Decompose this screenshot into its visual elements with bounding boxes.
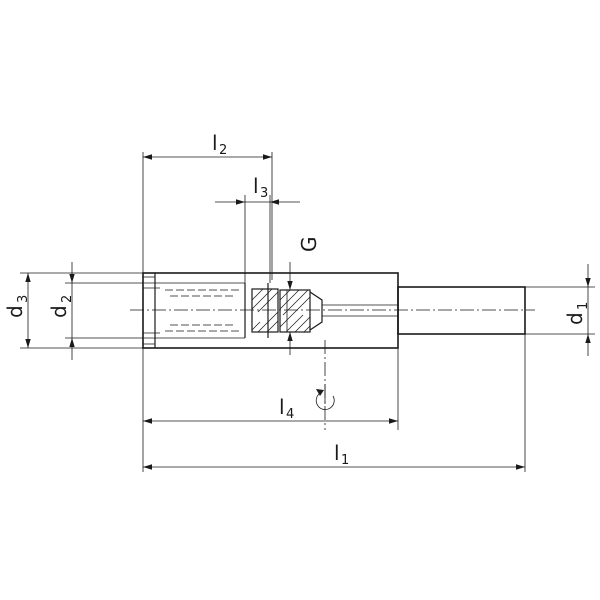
dimension-l3: l 3 — [215, 174, 300, 205]
label-l3-sub: 3 — [260, 186, 268, 201]
label-l3-base: l — [253, 174, 259, 198]
label-d1-base: d — [563, 312, 587, 325]
label-l2-base: l — [212, 131, 218, 155]
dimension-l4: l 4 — [143, 395, 398, 424]
label-d3-sub: 3 — [16, 295, 31, 303]
clamping-screw — [251, 283, 323, 338]
label-d2-sub: 2 — [60, 295, 75, 303]
rotation-direction-icon — [315, 384, 335, 410]
label-l2-sub: 2 — [219, 143, 227, 158]
collet-slits — [143, 282, 246, 339]
extension-lines — [20, 152, 595, 472]
dimension-d3: d 3 — [3, 273, 31, 348]
label-l1-base: l — [334, 441, 340, 465]
label-l4-base: l — [279, 395, 285, 419]
holder-body — [142, 272, 399, 349]
dimension-G: G — [287, 237, 321, 355]
label-d3-base: d — [3, 305, 27, 318]
label-G: G — [297, 237, 321, 253]
label-d1-sub: 1 — [576, 302, 591, 310]
dimension-d2: d 2 — [47, 262, 75, 360]
label-d2-base: d — [47, 305, 71, 318]
shank — [322, 286, 526, 335]
label-l1-sub: 1 — [341, 453, 349, 468]
label-l4-sub: 4 — [286, 407, 294, 422]
dimension-d1: d 1 — [563, 264, 591, 356]
dimension-l1: l 1 — [143, 441, 525, 470]
dimension-l2: l 2 — [143, 131, 272, 160]
